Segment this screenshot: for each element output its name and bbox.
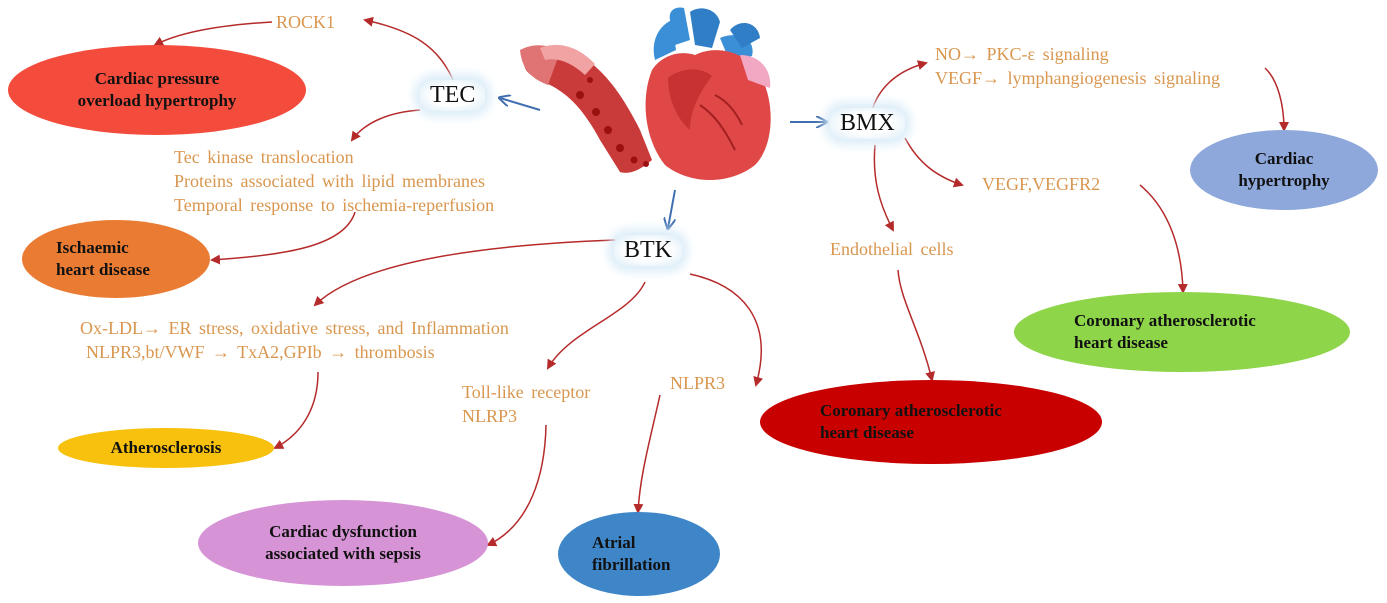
arrow-signal-to-cardiac-hypertrophy [1264, 67, 1289, 132]
note-bmx-signaling: NO→ PKC-ε signaling VEGF→ lymphangiogene… [935, 42, 1220, 90]
disease-label: heart disease [56, 260, 150, 279]
arrow-vegf-to-cad-green [1139, 184, 1188, 294]
arrow-endo-to-cad-red [897, 269, 935, 382]
disease-atherosclerosis: Atherosclerosis [58, 428, 274, 468]
note-line: NLRP3 [462, 406, 518, 426]
arrow-heart-to-btk [668, 189, 676, 228]
note-btk-atherosclerosis: Ox-LDL→ ER stress, oxidative stress, and… [80, 316, 509, 364]
disease-label: Cardiac pressure [94, 69, 220, 88]
disease-label: associated with sepsis [265, 544, 421, 563]
note-line: NO→ PKC-ε signaling [935, 44, 1109, 64]
arrow-mech-to-ischaemic [210, 211, 356, 265]
disease-cardiac-hypertrophy: Cardiac hypertrophy [1190, 130, 1378, 210]
note-line: NLPR3,bt/VWF → TxA2,GPIb → thrombosis [86, 342, 435, 362]
note-btk-sepsis: Toll-like receptor NLRP3 [462, 380, 590, 428]
note-rock1: ROCK1 [276, 12, 336, 32]
disease-label: Ischaemic [56, 238, 129, 257]
disease-label: heart disease [1074, 333, 1168, 352]
note-bmx-endothelial: Endothelial cells [830, 239, 954, 259]
heart-icon [645, 7, 771, 181]
disease-atrial-fibrillation: Atrial fibrillation [558, 512, 720, 596]
arrow-athero-mech-to-atherosclerosis [273, 371, 319, 449]
disease-label: Cardiac dysfunction [269, 522, 417, 541]
disease-coronary-atherosclerotic-green: Coronary atherosclerotic heart disease [1014, 292, 1350, 372]
arrow-btk-to-nlpr3 [689, 273, 763, 387]
disease-label: fibrillation [592, 555, 671, 574]
arrow-tec-to-mech [350, 109, 421, 142]
disease-label: Cardiac [1254, 149, 1314, 168]
note-line: Tec kinase translocation [174, 147, 354, 167]
arrow-tlr-to-sepsis [486, 424, 547, 547]
note-bmx-vegf: VEGF,VEGFR2 [982, 174, 1101, 194]
note-line: VEGF→ lymphangiogenesis signaling [935, 68, 1220, 88]
disease-ischaemic-heart: Ischaemic heart disease [22, 220, 210, 298]
arrow-tec-to-rock1 [363, 16, 456, 86]
disease-label: Coronary atherosclerotic [1074, 311, 1256, 330]
blood-vessel-icon [520, 44, 652, 173]
hub-btk: BTK [614, 235, 682, 266]
arrow-heart-to-tec [500, 98, 541, 111]
hub-tec: TEC [420, 80, 486, 111]
arrow-rock1-to-cardiac-pressure [153, 21, 273, 46]
arrow-nlpr3-to-af [633, 394, 661, 514]
disease-label: Atherosclerosis [110, 438, 222, 457]
disease-label: Atrial [592, 533, 636, 552]
note-line: Proteins associated with lipid membranes [174, 171, 485, 191]
arrow-bmx-to-endo [873, 144, 894, 232]
arrow-bmx-to-vegf [904, 137, 964, 188]
disease-sepsis-cardiac-dysfunction: Cardiac dysfunction associated with sepsi… [198, 500, 488, 586]
disease-label: hypertrophy [1238, 171, 1330, 190]
disease-coronary-atherosclerotic-red: Coronary atherosclerotic heart disease [760, 380, 1102, 464]
disease-cardiac-pressure-overload: Cardiac pressure overload hypertrophy [8, 45, 306, 135]
note-line: Temporal response to ischemia-reperfusio… [174, 195, 495, 215]
disease-label: heart disease [820, 423, 914, 442]
arrow-btk-to-tlr [546, 281, 646, 370]
note-tec-mechanisms: Tec kinase translocation Proteins associ… [174, 145, 494, 217]
arrow-btk-to-athero-mech [313, 239, 616, 307]
note-line: Ox-LDL→ ER stress, oxidative stress, and… [80, 318, 509, 338]
note-line: Toll-like receptor [462, 382, 591, 402]
hub-bmx: BMX [830, 108, 905, 139]
note-btk-af: NLPR3 [670, 373, 726, 393]
disease-label: overload hypertrophy [77, 91, 237, 110]
arrow-bmx-to-signal [871, 60, 928, 111]
disease-label: Coronary atherosclerotic [820, 401, 1002, 420]
